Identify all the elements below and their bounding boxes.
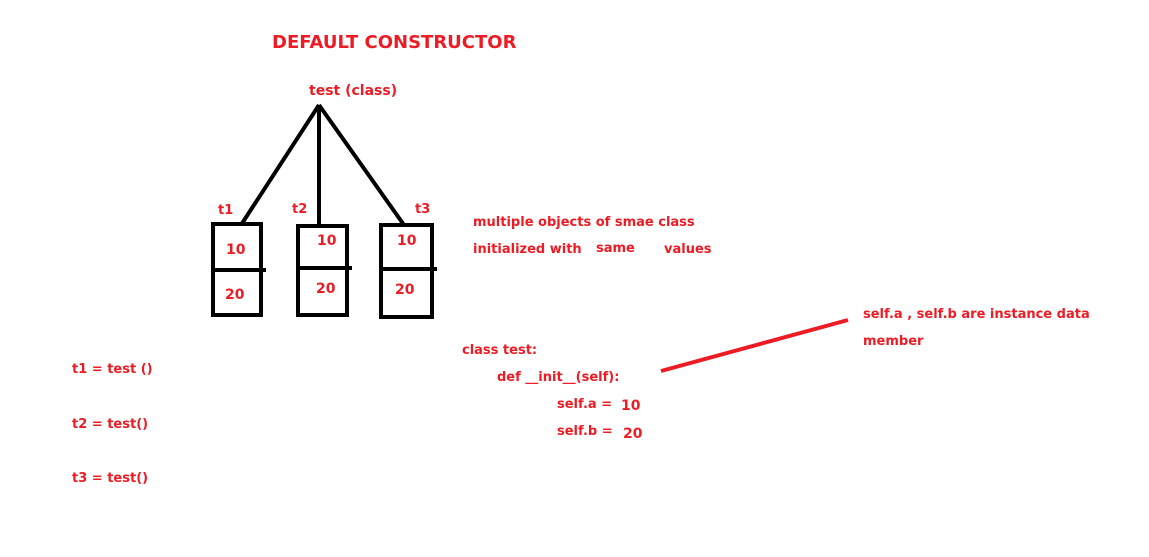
object-label-t1: t1 [218,203,234,218]
assignment-t2: t2 = test() [72,417,149,432]
object-t3-value-b: 20 [395,282,415,298]
object-t2-value-a: 10 [317,233,337,249]
code-line-init: def __init__(self): [497,370,620,385]
code-value-b: 20 [623,426,643,442]
code-line-class: class test: [462,343,538,358]
branch-line-t1 [239,103,321,227]
note-line-2-mid: same [596,241,635,256]
object-box-t2 [296,224,349,317]
code-line-self-b: self.b = [557,424,613,439]
assignment-t1: t1 = test () [72,362,153,377]
class-label: test (class) [309,83,398,99]
object-t1-value-b: 20 [225,287,245,303]
note-line-2-prefix: initialized with [473,242,582,257]
code-value-a: 10 [621,398,641,414]
object-label-t2: t2 [292,202,308,217]
annotation-line-2: member [863,334,924,349]
object-t1-value-a: 10 [226,242,246,258]
object-t2-value-b: 20 [316,281,336,297]
assignment-t3: t3 = test() [72,471,149,486]
object-t3-value-a: 10 [397,233,417,249]
annotation-line-1: self.a , self.b are instance data [863,307,1090,322]
annotation-pointer-line [660,318,849,373]
object-label-t3: t3 [415,202,431,217]
note-line-2-suffix: values [664,242,712,257]
note-line-1: multiple objects of smae class [473,215,695,230]
branch-line-t3 [317,103,406,227]
code-line-self-a: self.a = [557,397,613,412]
diagram-title: DEFAULT CONSTRUCTOR [272,32,517,53]
